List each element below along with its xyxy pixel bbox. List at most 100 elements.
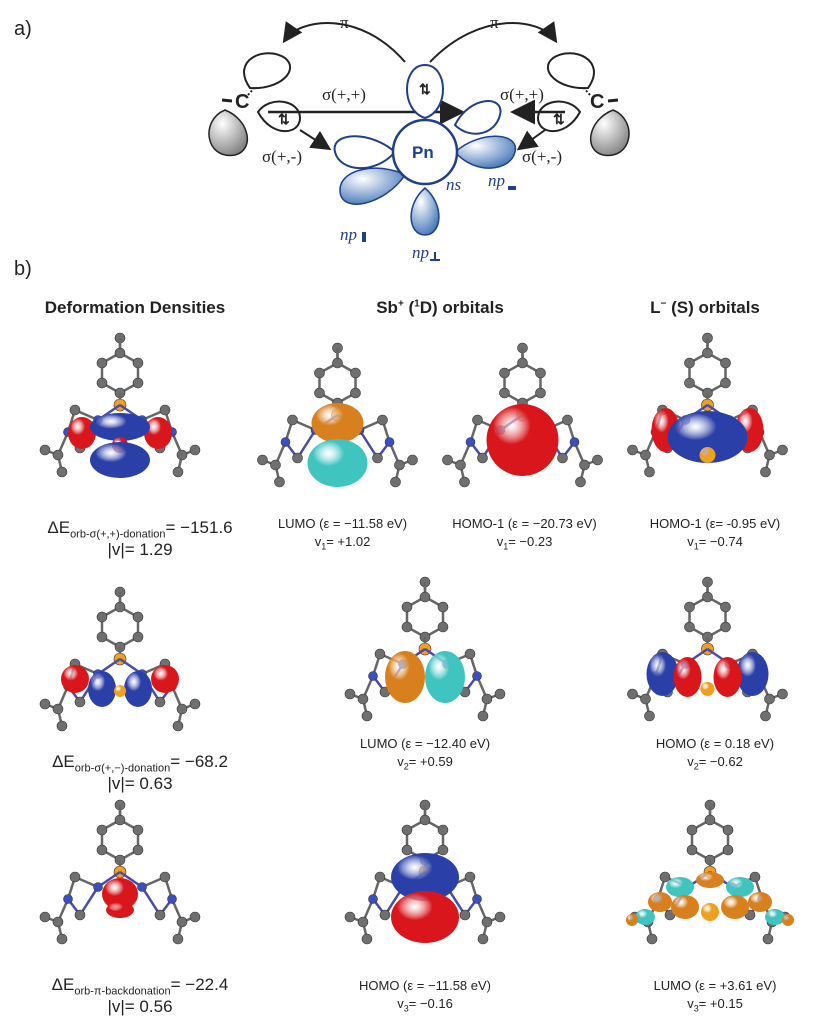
- carbon-atom: [172, 720, 184, 732]
- panel-b-label: b): [14, 258, 32, 280]
- carbon-atom: [189, 444, 201, 456]
- carbon-atom: [720, 357, 731, 369]
- carbon-atom: [96, 377, 108, 389]
- pn-lower-left-lobe-shaded: [339, 167, 407, 205]
- carbon-atom: [455, 459, 466, 471]
- carbon-atom: [132, 357, 144, 369]
- carbon-atom: [357, 693, 369, 705]
- pn-left-lobe: [333, 135, 397, 170]
- carbon-atom: [69, 404, 81, 416]
- nitrogen-atom: [368, 894, 378, 904]
- orbital-lobe-red: [713, 657, 742, 697]
- left-lower-lobe-gray: [208, 109, 249, 156]
- carbon-atom: [777, 688, 788, 700]
- density-lobe-blue: [124, 671, 152, 707]
- left-sigma-lobe: [256, 100, 302, 133]
- pi-label-right: π: [490, 13, 499, 32]
- orbital-lobe-red: [673, 657, 702, 697]
- density-lobe-red: [61, 665, 89, 693]
- carbon-atom: [494, 688, 506, 700]
- carbon-atom: [437, 824, 449, 836]
- orbital-lobe-orange: [385, 651, 425, 703]
- carbon-atom: [684, 377, 695, 389]
- molecule-l-lumo-row3: [626, 799, 794, 945]
- bond: [358, 429, 379, 459]
- carbon-atom: [374, 648, 386, 660]
- carbon-atom: [96, 631, 108, 643]
- nitrogen-atom: [137, 882, 147, 892]
- nitrogen-atom: [465, 437, 476, 447]
- carbon-atom: [764, 449, 775, 461]
- pn-top-lobe: [406, 63, 444, 120]
- carbon-atom: [684, 601, 695, 613]
- pn-atom-highlight: [701, 903, 719, 921]
- header-deformation-densities: Deformation Densities: [44, 298, 226, 317]
- bond: [78, 886, 100, 916]
- np-left-label: np: [340, 225, 357, 244]
- orbital-lobe-orange: [748, 892, 772, 912]
- carbon-atom: [720, 377, 731, 389]
- orbital-lobe-orange: [626, 914, 638, 926]
- row2-sb-lumo-energy: LUMO (ε = −12.40 eV): [359, 736, 491, 751]
- carbon-atom: [132, 377, 144, 389]
- carbon-atom: [464, 871, 476, 883]
- molecule-def-row2: [39, 586, 201, 732]
- carbon-atom: [377, 414, 388, 426]
- carbon-atom: [401, 621, 413, 633]
- density-lobe-red: [102, 878, 138, 910]
- carbon-atom: [39, 444, 51, 456]
- orbital-lobe-cyan: [635, 909, 655, 925]
- carbon-atom: [314, 367, 325, 379]
- carbon-atom: [96, 824, 108, 836]
- carbon-atom: [270, 459, 281, 471]
- carbon-atom: [592, 454, 603, 466]
- molecule-sb-lumo-row1: [257, 342, 418, 488]
- orbital-lobe-orange: [648, 892, 672, 912]
- pi-label-left: π: [340, 13, 349, 32]
- carbon-atom: [52, 449, 64, 461]
- pn-bottom-lobe-shaded: [410, 187, 440, 236]
- density-lobe-blue: [88, 671, 116, 707]
- carbon-atom: [361, 933, 373, 945]
- carbon-atom: [640, 449, 651, 461]
- sigma-pm-right: σ(+,-): [522, 147, 562, 166]
- carbon-atom: [287, 414, 298, 426]
- carbon-atom: [442, 454, 453, 466]
- carbon-atom: [777, 444, 788, 456]
- carbon-atom: [481, 693, 493, 705]
- orbital-lobe-orange: [671, 895, 699, 919]
- molecule-def-row3: [39, 799, 201, 945]
- pi-arrow-left: [282, 21, 406, 63]
- carbon-atom: [627, 688, 638, 700]
- orbital-lobe-blue: [391, 853, 459, 901]
- orbital-lobe-cyan: [765, 909, 785, 925]
- carbon-atom: [132, 824, 144, 836]
- bond: [140, 886, 162, 916]
- carbon-atom: [477, 933, 489, 945]
- carbon-atom: [394, 459, 405, 471]
- carbon-atom: [459, 909, 471, 921]
- carbon-atom: [419, 591, 431, 603]
- carbon-atom: [39, 698, 51, 710]
- carbon-atom: [437, 844, 449, 856]
- carbon-atom: [535, 367, 546, 379]
- row3-def-energy: ΔEorb-π-backdonation= −22.4: [51, 975, 229, 998]
- row1-sb-homo1-energy: HOMO-1 (ε = −20.73 eV): [452, 516, 597, 531]
- carbon-atom: [477, 452, 488, 464]
- carbon-atom: [517, 357, 528, 369]
- carbon-atom: [419, 814, 431, 826]
- row1-sb-lumo-v: v1= +1.02: [314, 534, 371, 552]
- nitrogen-atom: [384, 437, 395, 447]
- carbon-atom: [159, 404, 171, 416]
- density-lobe-blue: [90, 413, 150, 441]
- row3-l-lumo-energy: LUMO (ε = +3.61 eV): [653, 978, 777, 993]
- carbon-atom: [499, 387, 510, 399]
- orbital-lobe-red: [486, 404, 559, 476]
- svg-text:⇅: ⇅: [419, 81, 431, 97]
- carbon-atom: [292, 452, 303, 464]
- row3-l-lumo-v: v3= +0.15: [687, 996, 743, 1014]
- row1-def-energy: ΔEorb-σ(+,+)-donation= −151.6: [47, 518, 233, 541]
- carbon-atom: [361, 710, 373, 722]
- row1-l-homo1-v: v1= −0.74: [687, 534, 743, 552]
- carbon-atom: [159, 871, 171, 883]
